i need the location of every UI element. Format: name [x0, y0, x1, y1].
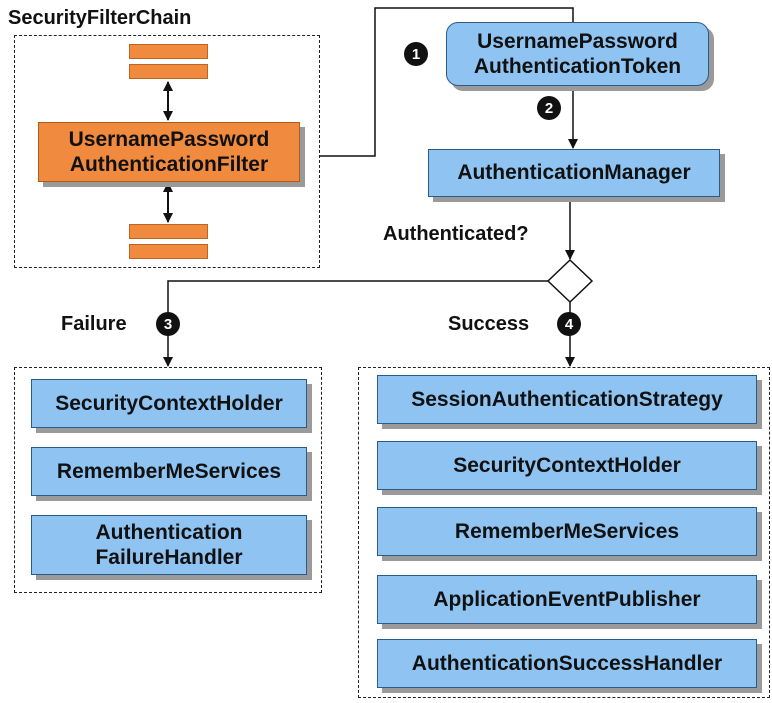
session-authentication-strategy: SessionAuthenticationStrategy: [377, 375, 757, 424]
authenticated-question: Authenticated?: [383, 223, 529, 245]
filter-bar: [129, 44, 208, 59]
failure-security-context-holder: SecurityContextHolder: [31, 379, 307, 428]
username-password-authentication-filter: UsernamePassword AuthenticationFilter: [38, 122, 300, 182]
failure-label: Failure: [61, 313, 127, 335]
step-1-badge: 1: [404, 42, 428, 66]
security-filter-chain-title: SecurityFilterChain: [8, 7, 192, 29]
authentication-failure-handler: Authentication FailureHandler: [31, 515, 307, 575]
application-event-publisher: ApplicationEventPublisher: [377, 575, 757, 624]
success-security-context-holder: SecurityContextHolder: [377, 441, 757, 490]
username-password-authentication-token: UsernamePassword AuthenticationToken: [446, 22, 709, 86]
decision-to-failure-arrow: [163, 280, 548, 367]
success-handlers-group: [358, 367, 770, 698]
step-4-badge: 4: [557, 312, 581, 336]
security-filter-chain-group: [14, 35, 320, 268]
authentication-manager: AuthenticationManager: [428, 149, 720, 197]
step-3-badge: 3: [156, 312, 180, 336]
failure-remember-me-services: RememberMeServices: [31, 447, 307, 496]
step-2-badge: 2: [537, 96, 561, 120]
success-label: Success: [448, 313, 530, 335]
failure-handlers-group: [14, 367, 322, 593]
filter-bar: [129, 224, 208, 239]
filter-bar: [129, 244, 208, 259]
decision-diamond: [546, 258, 594, 304]
authentication-success-handler: AuthenticationSuccessHandler: [377, 639, 757, 688]
success-remember-me-services: RememberMeServices: [377, 507, 757, 556]
filter-bar: [129, 64, 208, 79]
filter-to-token-line: [320, 7, 574, 157]
